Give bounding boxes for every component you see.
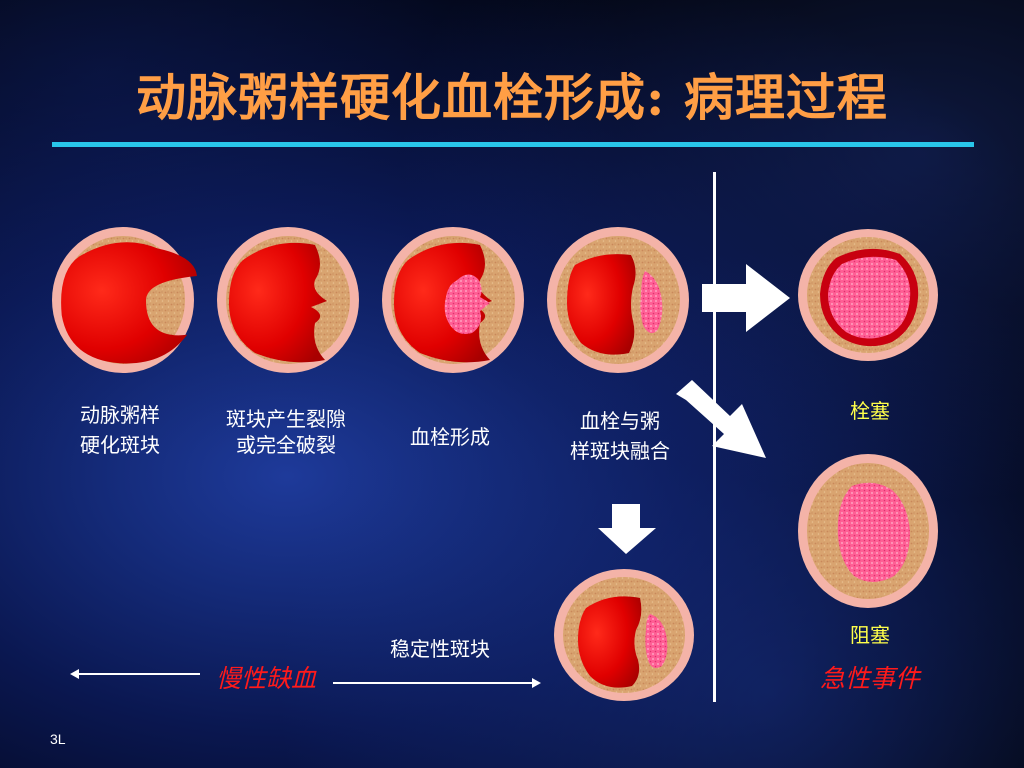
- vessel-embolism: [798, 229, 938, 361]
- label-occlusion: 阻塞: [850, 623, 890, 647]
- page-number: 3L: [50, 731, 66, 747]
- label-chronic-ischemia: 慢性缺血: [215, 664, 316, 693]
- vessel-occlusion: [798, 454, 938, 608]
- line-arrow-left: [70, 669, 200, 679]
- vessel-stage-thrombus: [382, 227, 524, 373]
- label-stable-plaque: 稳定性斑块: [390, 637, 490, 661]
- title-underline: [52, 142, 974, 147]
- label-embolism: 栓塞: [850, 399, 890, 423]
- vessel-stable-plaque: [554, 569, 694, 701]
- label-acute-event: 急性事件: [819, 664, 920, 693]
- right-arrow-icon: [702, 264, 790, 332]
- stage-label-fusion: 血栓与粥 样斑块融合: [570, 409, 670, 463]
- stage-label-thrombus: 血栓形成: [410, 425, 490, 449]
- diagonal-arrow-icon: [676, 380, 766, 458]
- slide-title: 动脉粥样硬化血栓形成: 病理过程: [136, 68, 888, 127]
- vertical-divider: [713, 172, 716, 702]
- vessel-stage-fusion: [547, 227, 689, 373]
- down-arrow-icon: [598, 504, 656, 554]
- stage-label-fissure: 斑块产生裂隙 或完全破裂: [226, 407, 346, 457]
- vessel-stage-fissure: [217, 227, 359, 373]
- line-arrow-right: [333, 678, 541, 688]
- vessel-stage-plaque: [52, 227, 197, 373]
- stage-label-plaque: 动脉粥样 硬化斑块: [80, 403, 160, 457]
